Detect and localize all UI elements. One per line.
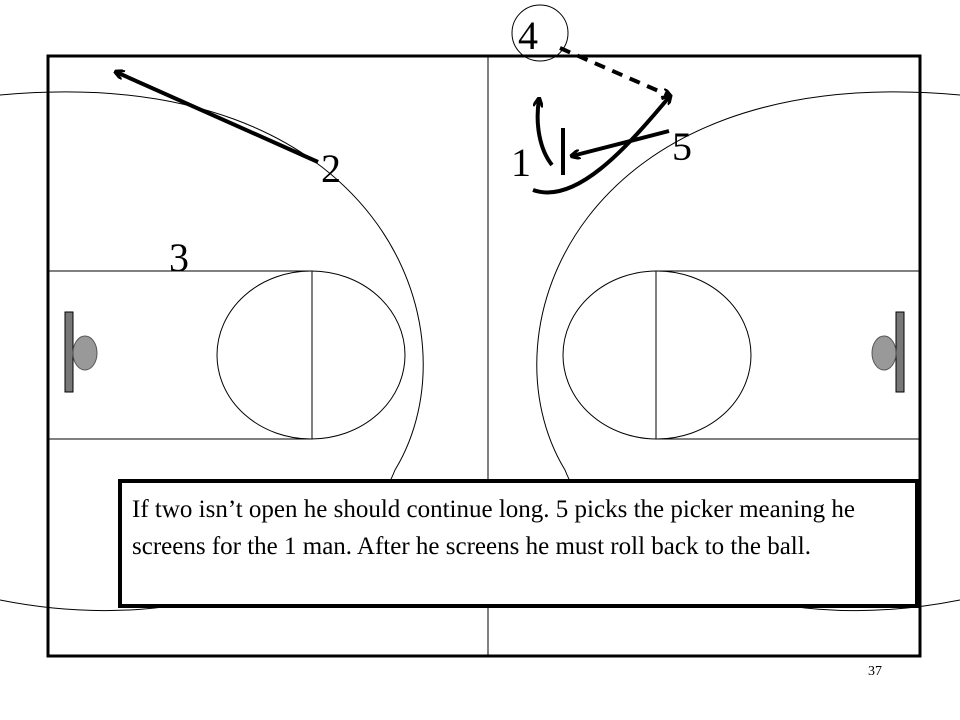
left-rim [72,335,98,371]
player-1-curl-path [532,96,670,195]
right-free-throw-circle [562,270,752,440]
player-4-pass-line [559,46,670,96]
left-backboard [64,311,74,393]
player-5-screen-arrow [572,129,670,156]
player-1-pop-arrow [538,99,554,167]
caption-box: If two isn’t open he should continue lon… [118,479,919,608]
page-number: 37 [868,664,882,679]
player-2-cut-arrow [116,72,319,164]
left-key [47,270,313,440]
player-4-ball-handler-circle [511,4,569,62]
right-backboard [895,311,905,393]
player-3-label: 3 [169,235,189,280]
player-4-label: 4 [518,13,538,58]
caption-text: If two isn’t open he should continue lon… [132,496,855,560]
player-2-label: 2 [321,146,341,191]
left-free-throw-circle [216,270,406,440]
right-rim [871,335,897,371]
player-1-label: 1 [511,140,531,185]
right-key [655,270,921,440]
player-5-label: 5 [672,124,692,169]
